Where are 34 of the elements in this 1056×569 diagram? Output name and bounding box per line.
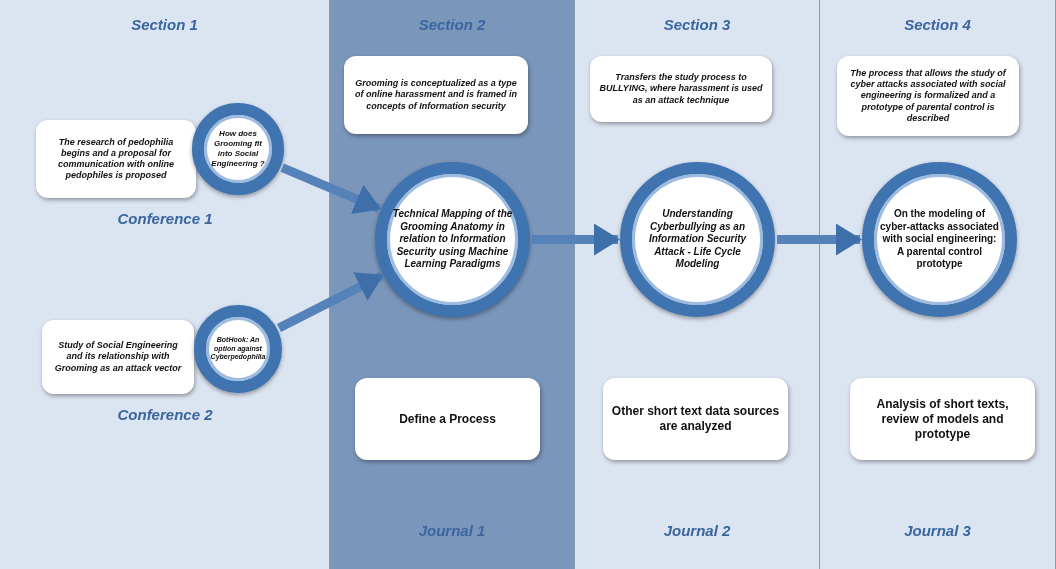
circle-text: Technical Mapping of the Grooming Anatomy in relation to Information Security using Machine Learning Paradigms (391, 208, 514, 271)
card-text: Define a Process (399, 411, 496, 427)
section-band (330, 0, 575, 569)
card-text: Grooming is conceptualized as a type of online harassment and is framed in concepts of Information security (353, 78, 518, 112)
text-card (355, 378, 540, 460)
journal-label: Journal 1 (418, 521, 486, 541)
card-text: Other short text data sources are analyzed (611, 404, 780, 434)
text-card (344, 56, 528, 134)
text-card (850, 378, 1035, 460)
text-card (42, 320, 194, 394)
conference-label: Conference 1 (116, 209, 214, 229)
section-heading: Section 1 (131, 15, 198, 35)
chevron-arrow (532, 223, 620, 256)
text-card (837, 56, 1019, 136)
circle-text: On the modeling of cyber-attacks associated with social engineering: A parental control prototype (879, 208, 1000, 271)
card-text: Study of Social Engineering and its relationship with Grooming as an attack vector (53, 340, 183, 374)
card-text: Analysis of short texts, review of models and prototype (875, 396, 1010, 442)
section-heading: Section 2 (418, 15, 486, 35)
chevron-arrow (777, 223, 862, 256)
conference-label: Conference 2 (116, 405, 214, 425)
circle-text: Understanding Cyberbullying as an Information Security Attack - Life Cycle Modeling (647, 208, 748, 271)
journal-label: Journal 3 (904, 521, 971, 541)
text-card (603, 378, 788, 460)
section-heading: Section 3 (663, 15, 731, 35)
chevron-arrow (276, 271, 384, 333)
chevron-arrow (280, 163, 382, 214)
circle-text: How does Grooming fit into Social Engineering ? (210, 129, 266, 169)
journal-label: Journal 2 (663, 521, 731, 541)
card-text: Transfers the study process to BULLYING, where harassment is used as an attack technique (598, 72, 764, 106)
card-text: The process that allows the study of cyber attacks associated with social engineering is formalized and a prototype of parental control is described (849, 67, 1008, 125)
section-heading: Section 4 (904, 15, 971, 35)
text-card (590, 56, 772, 122)
card-text: The research of pedophilia begins and a proposal for communication with online pedophiles is proposed (57, 136, 175, 182)
text-card (36, 120, 196, 198)
